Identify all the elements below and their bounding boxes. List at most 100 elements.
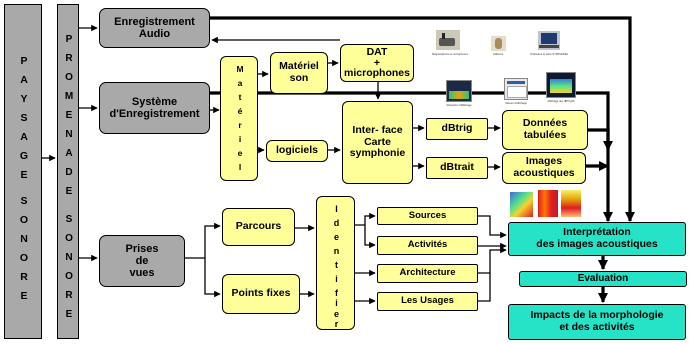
svg-text:N: N <box>65 129 72 140</box>
materiel-son-box: Matériel son <box>270 52 328 94</box>
svg-text:N: N <box>20 233 28 245</box>
screen-capture-icon <box>546 72 576 98</box>
thumb-caption: Calibreur <box>492 53 504 56</box>
svg-text:R: R <box>65 53 73 64</box>
logiciels-box: logiciels <box>266 140 328 162</box>
svg-text:A: A <box>65 148 72 159</box>
svg-text:i: i <box>239 134 241 144</box>
activites-box: Activités <box>377 236 478 255</box>
arrow-audio-to-interpretation <box>210 16 636 223</box>
arrow-architecture-to-evaluation <box>478 246 507 274</box>
svg-text:O: O <box>65 233 73 244</box>
enregistrement-audio-box: Enregistrement Audio <box>99 8 210 48</box>
images-acoustiques-box: Images acoustiques <box>502 152 586 184</box>
svg-text:S: S <box>66 214 73 225</box>
thumb-caption: Magnétophone et microphones <box>432 53 468 56</box>
points-fixes-box: Points fixes <box>222 274 300 314</box>
3d-surface-plot-icon <box>510 192 533 217</box>
svg-text:P: P <box>66 34 73 45</box>
spectrogram-icon <box>561 190 581 217</box>
svg-text:G: G <box>20 150 28 162</box>
svg-text:e: e <box>334 309 339 319</box>
thumb-caption: Réception d'affichage <box>446 104 472 107</box>
svg-text:t: t <box>335 260 338 270</box>
svg-text:A: A <box>20 131 28 143</box>
svg-text:S: S <box>20 195 27 207</box>
parcours-box: Parcours <box>222 208 295 246</box>
dbtrig-box: dBtrig <box>426 118 488 140</box>
svg-text:E: E <box>20 290 27 302</box>
svg-text:e: e <box>334 232 339 242</box>
svg-text:O: O <box>20 214 28 226</box>
prises-de-vues-box: Prises de vues <box>99 235 185 287</box>
interface-carte-symphonie-box: Inter- face Carte symphonie <box>342 101 413 184</box>
screen-capture-icon <box>504 78 528 100</box>
svg-text:M: M <box>65 91 73 102</box>
laptop-photo-icon <box>538 31 560 50</box>
svg-text:n: n <box>334 246 340 256</box>
arrow-systeme-to-interpretation <box>210 91 614 223</box>
svg-text:A: A <box>20 74 28 86</box>
thumb-caption: Affichage des dBTrig25 <box>547 100 575 103</box>
svg-text:R: R <box>65 290 73 301</box>
arrow-donnees-to-interpretation <box>588 128 614 152</box>
calibrator-photo-icon <box>491 36 506 51</box>
thumb-caption: Ordinateur et carte SYMPHONIE <box>530 53 568 56</box>
svg-text:O: O <box>65 271 73 282</box>
dat-microphones-box: DAT + microphones <box>340 44 414 82</box>
svg-text:O: O <box>65 72 73 83</box>
identifier-label: Ide nti fie r <box>334 204 340 329</box>
svg-text:R: R <box>20 271 28 283</box>
arrow-prises-to-points <box>204 258 221 298</box>
materiel-label: Mat éri el <box>236 64 243 172</box>
interpretation-box: Interprétation des images acoustiques <box>508 222 686 256</box>
arrow-identifier-to-activites <box>364 225 376 249</box>
screen-capture-icon <box>446 80 472 102</box>
svg-text:E: E <box>66 110 73 121</box>
svg-text:a: a <box>238 78 243 88</box>
systeme-enregistrement-box: Système d'Enregistrement <box>99 82 210 134</box>
svg-text:Y: Y <box>20 93 27 105</box>
arrow-usages-to-evaluation <box>478 273 491 302</box>
svg-text:I: I <box>335 204 338 214</box>
svg-text:t: t <box>239 92 242 102</box>
svg-text:D: D <box>65 167 72 178</box>
recorder-photo-icon <box>436 30 460 50</box>
spectrogram-icon <box>538 190 558 217</box>
evaluation-box: Evaluation <box>519 271 687 287</box>
arrow-identifier-to-sources <box>355 212 376 226</box>
svg-text:E: E <box>66 186 73 197</box>
donnees-tabulees-box: Données tabulées <box>502 110 588 150</box>
architecture-box: Architecture <box>377 264 478 283</box>
svg-text:E: E <box>66 309 73 320</box>
svg-text:e: e <box>238 148 243 158</box>
svg-text:i: i <box>335 274 338 284</box>
paysage-sonore-label: PAY SAG E SON ORE <box>20 55 28 302</box>
impacts-box: Impacts de la morphologie et des activit… <box>508 304 686 340</box>
svg-text:r: r <box>238 120 242 130</box>
svg-text:r: r <box>335 319 339 329</box>
les-usages-box: Les Usages <box>377 292 478 311</box>
svg-text:M: M <box>236 64 243 74</box>
svg-text:é: é <box>238 106 243 116</box>
dbtrait-box: dBtrait <box>426 157 488 179</box>
svg-text:S: S <box>20 112 27 124</box>
svg-text:f: f <box>335 288 339 298</box>
thumb-caption: Valeurs d'affichage <box>505 102 527 105</box>
svg-text:E: E <box>20 169 27 181</box>
svg-text:l: l <box>239 162 241 172</box>
svg-text:N: N <box>65 252 72 263</box>
svg-text:O: O <box>20 252 28 264</box>
svg-text:P: P <box>20 55 27 67</box>
promenade-sonore-label: PRO MEN ADE SON ORE <box>65 34 74 320</box>
arrow-sources-to-interpretation <box>478 215 507 239</box>
sources-box: Sources <box>377 207 478 225</box>
svg-text:i: i <box>335 298 338 308</box>
svg-text:d: d <box>334 218 340 228</box>
